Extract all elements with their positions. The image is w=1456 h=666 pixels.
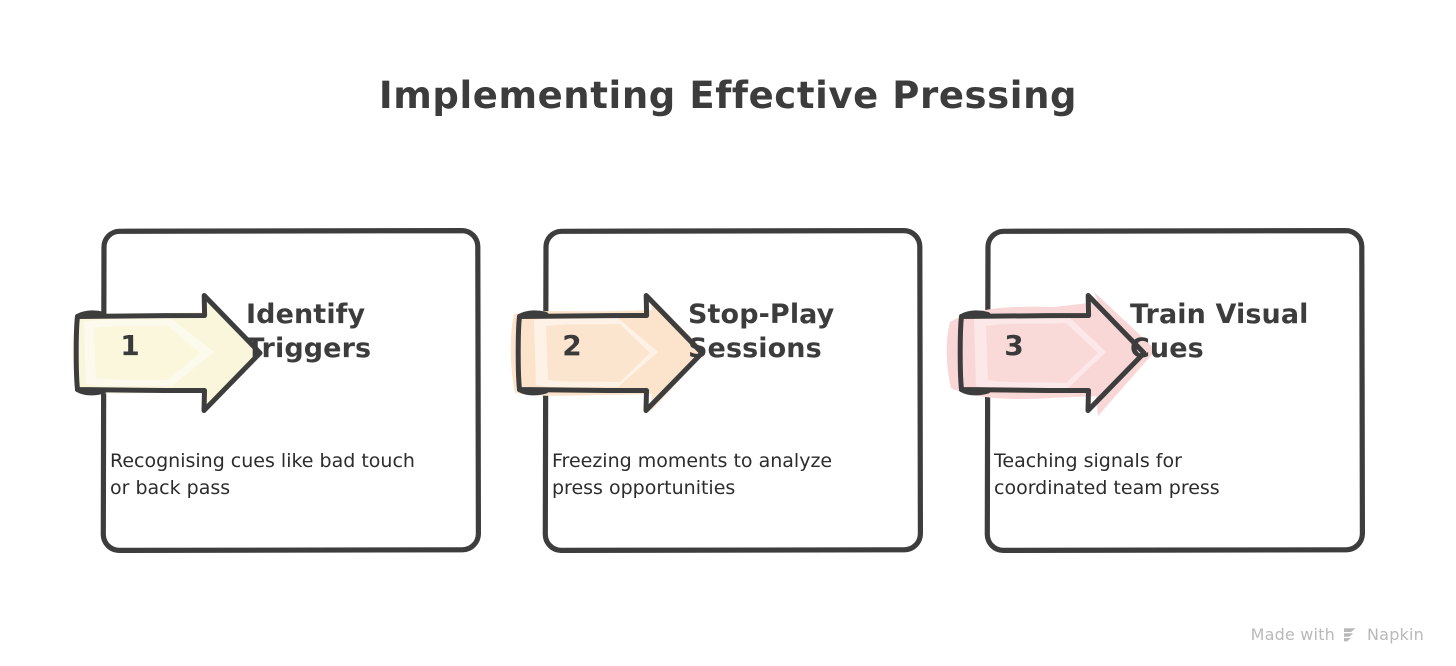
step-arrow-1: 1 bbox=[64, 292, 263, 418]
card-heading-line1: Train Visual bbox=[1130, 299, 1309, 330]
card-heading-line2: Cues bbox=[1130, 333, 1204, 365]
card-frame bbox=[88, 228, 481, 553]
card-frame bbox=[972, 228, 1365, 553]
card-body-line1: Recognising cues like bad touch bbox=[110, 450, 415, 472]
step-arrow-3: 3 bbox=[946, 292, 1156, 418]
watermark-prefix: Made with bbox=[1250, 625, 1336, 644]
step-number: 2 bbox=[562, 329, 582, 362]
card-body-line1: Teaching signals for bbox=[994, 450, 1182, 472]
card-body-line2: coordinated team press bbox=[994, 476, 1220, 499]
card-heading-line1: Identify bbox=[246, 299, 366, 330]
card-body-line2: or back pass bbox=[110, 476, 231, 499]
step-arrow-2: 2 bbox=[506, 292, 706, 418]
card-body-line2: press opportunities bbox=[552, 476, 736, 499]
watermark-brand: Napkin bbox=[1367, 625, 1424, 644]
napkin-chevrons-icon bbox=[1342, 627, 1360, 643]
step-number: 3 bbox=[1004, 329, 1024, 362]
card-body: Recognising cues like bad touch or back … bbox=[110, 448, 462, 502]
card-body-line1: Freezing moments to analyze bbox=[552, 450, 833, 472]
card-heading: Identify Triggers bbox=[246, 298, 471, 367]
card-frame bbox=[530, 228, 923, 553]
card-body: Freezing moments to analyze press opport… bbox=[552, 448, 904, 502]
card-heading: Stop-Play Sessions bbox=[688, 298, 913, 367]
step-card-3[interactable]: 3 Train Visual Cues Teaching signals for… bbox=[946, 228, 1365, 553]
step-number: 1 bbox=[120, 329, 140, 362]
card-heading: Train Visual Cues bbox=[1130, 298, 1355, 367]
card-heading-line1: Stop-Play bbox=[688, 299, 835, 330]
step-card-1[interactable]: 1 Identify Triggers Recognising cues lik… bbox=[72, 228, 481, 553]
card-heading-line2: Sessions bbox=[688, 333, 822, 365]
step-card-2[interactable]: 2 Stop-Play Sessions Freezing moments to… bbox=[510, 228, 923, 553]
card-heading-line2: Triggers bbox=[246, 333, 372, 365]
napkin-watermark: Made with Napkin bbox=[1251, 625, 1424, 644]
page-title: Implementing Effective Pressing bbox=[378, 74, 1078, 117]
card-body: Teaching signals for coordinated team pr… bbox=[994, 448, 1346, 502]
